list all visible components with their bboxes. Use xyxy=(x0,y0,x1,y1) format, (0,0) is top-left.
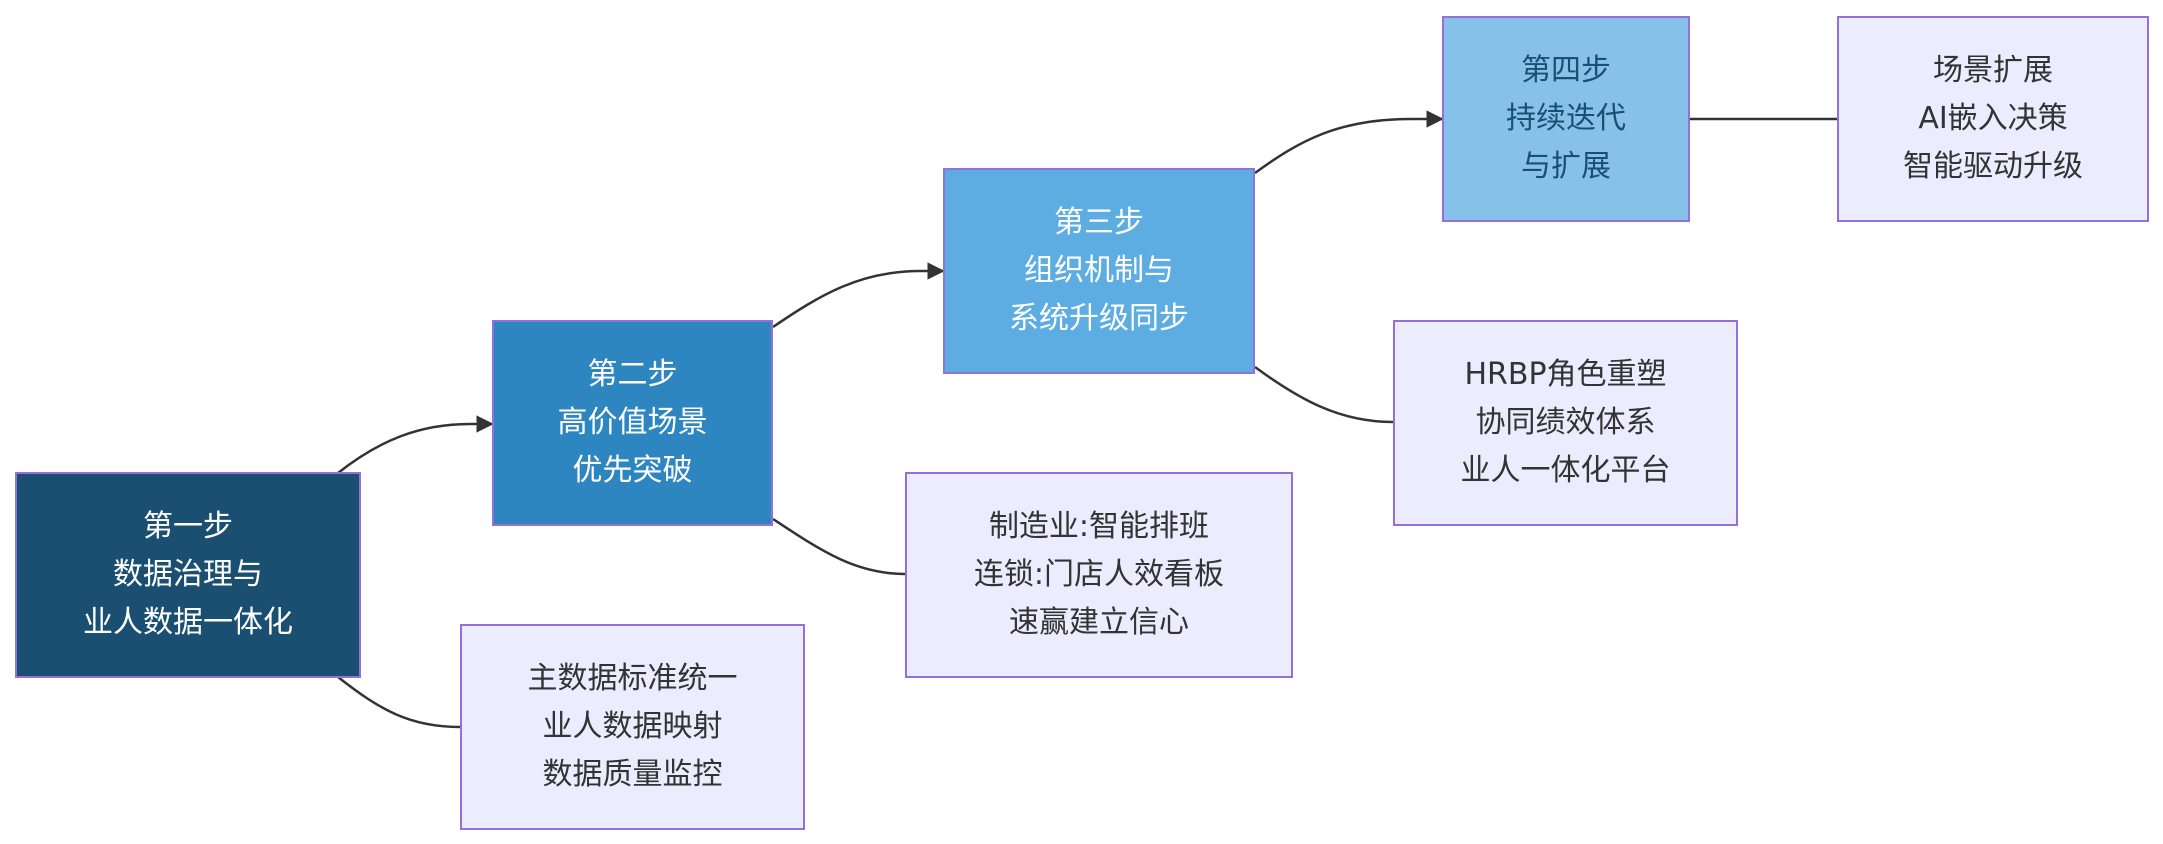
note2-line-1: 制造业:智能排班 xyxy=(988,509,1210,544)
note4-node: 场景扩展 AI嵌入决策 智能驱动升级 xyxy=(1837,16,2149,222)
step1-node: 第一步 数据治理与 业人数据一体化 xyxy=(15,472,361,678)
step2-line-2: 高价值场景 xyxy=(557,405,708,440)
step3-line-3: 系统升级同步 xyxy=(1009,301,1189,336)
note2-node: 制造业:智能排班 连锁:门店人效看板 速赢建立信心 xyxy=(905,472,1293,678)
edge-step3-to-note3 xyxy=(1254,365,1394,424)
step3-line-2: 组织机制与 xyxy=(1024,253,1174,288)
edge-step3-to-step4 xyxy=(1254,110,1444,175)
edge-step1-to-note1 xyxy=(337,676,461,729)
step2-line-1: 第二步 xyxy=(587,357,678,392)
note1-line-1: 主数据标准统一 xyxy=(527,661,738,696)
step1-line-2: 数据治理与 xyxy=(113,557,263,592)
note2-line-3: 速赢建立信心 xyxy=(1009,605,1189,640)
note4-line-2: AI嵌入决策 xyxy=(1918,101,2068,136)
step1-line-3: 业人数据一体化 xyxy=(83,605,293,640)
note1-node: 主数据标准统一 业人数据映射 数据质量监控 xyxy=(460,624,805,830)
edge-step2-to-step3 xyxy=(772,262,945,329)
edge-step1-to-step2 xyxy=(337,415,494,474)
step3-node: 第三步 组织机制与 系统升级同步 xyxy=(943,168,1255,374)
step4-node: 第四步 持续迭代 与扩展 xyxy=(1442,16,1690,222)
note3-line-1: HRBP角色重塑 xyxy=(1464,357,1667,392)
step2-node: 第二步 高价值场景 优先突破 xyxy=(492,320,773,526)
step4-line-2: 持续迭代 xyxy=(1506,101,1626,136)
step1-line-1: 第一步 xyxy=(143,509,233,544)
step4-line-3: 与扩展 xyxy=(1521,149,1611,184)
note4-line-1: 场景扩展 xyxy=(1933,53,2053,88)
step4-line-1: 第四步 xyxy=(1521,53,1611,88)
edge-step2-to-note2 xyxy=(772,517,906,576)
step2-line-3: 优先突破 xyxy=(572,453,693,488)
note2-line-2: 连锁:门店人效看板 xyxy=(973,557,1225,592)
step3-line-1: 第三步 xyxy=(1054,205,1144,240)
note3-node: HRBP角色重塑 协同绩效体系 业人一体化平台 xyxy=(1393,320,1738,526)
note3-line-3: 业人一体化平台 xyxy=(1460,453,1671,488)
note1-line-3: 数据质量监控 xyxy=(542,757,723,792)
note1-line-2: 业人数据映射 xyxy=(542,709,723,744)
note4-line-3: 智能驱动升级 xyxy=(1903,149,2083,184)
note3-line-2: 协同绩效体系 xyxy=(1475,405,1656,440)
